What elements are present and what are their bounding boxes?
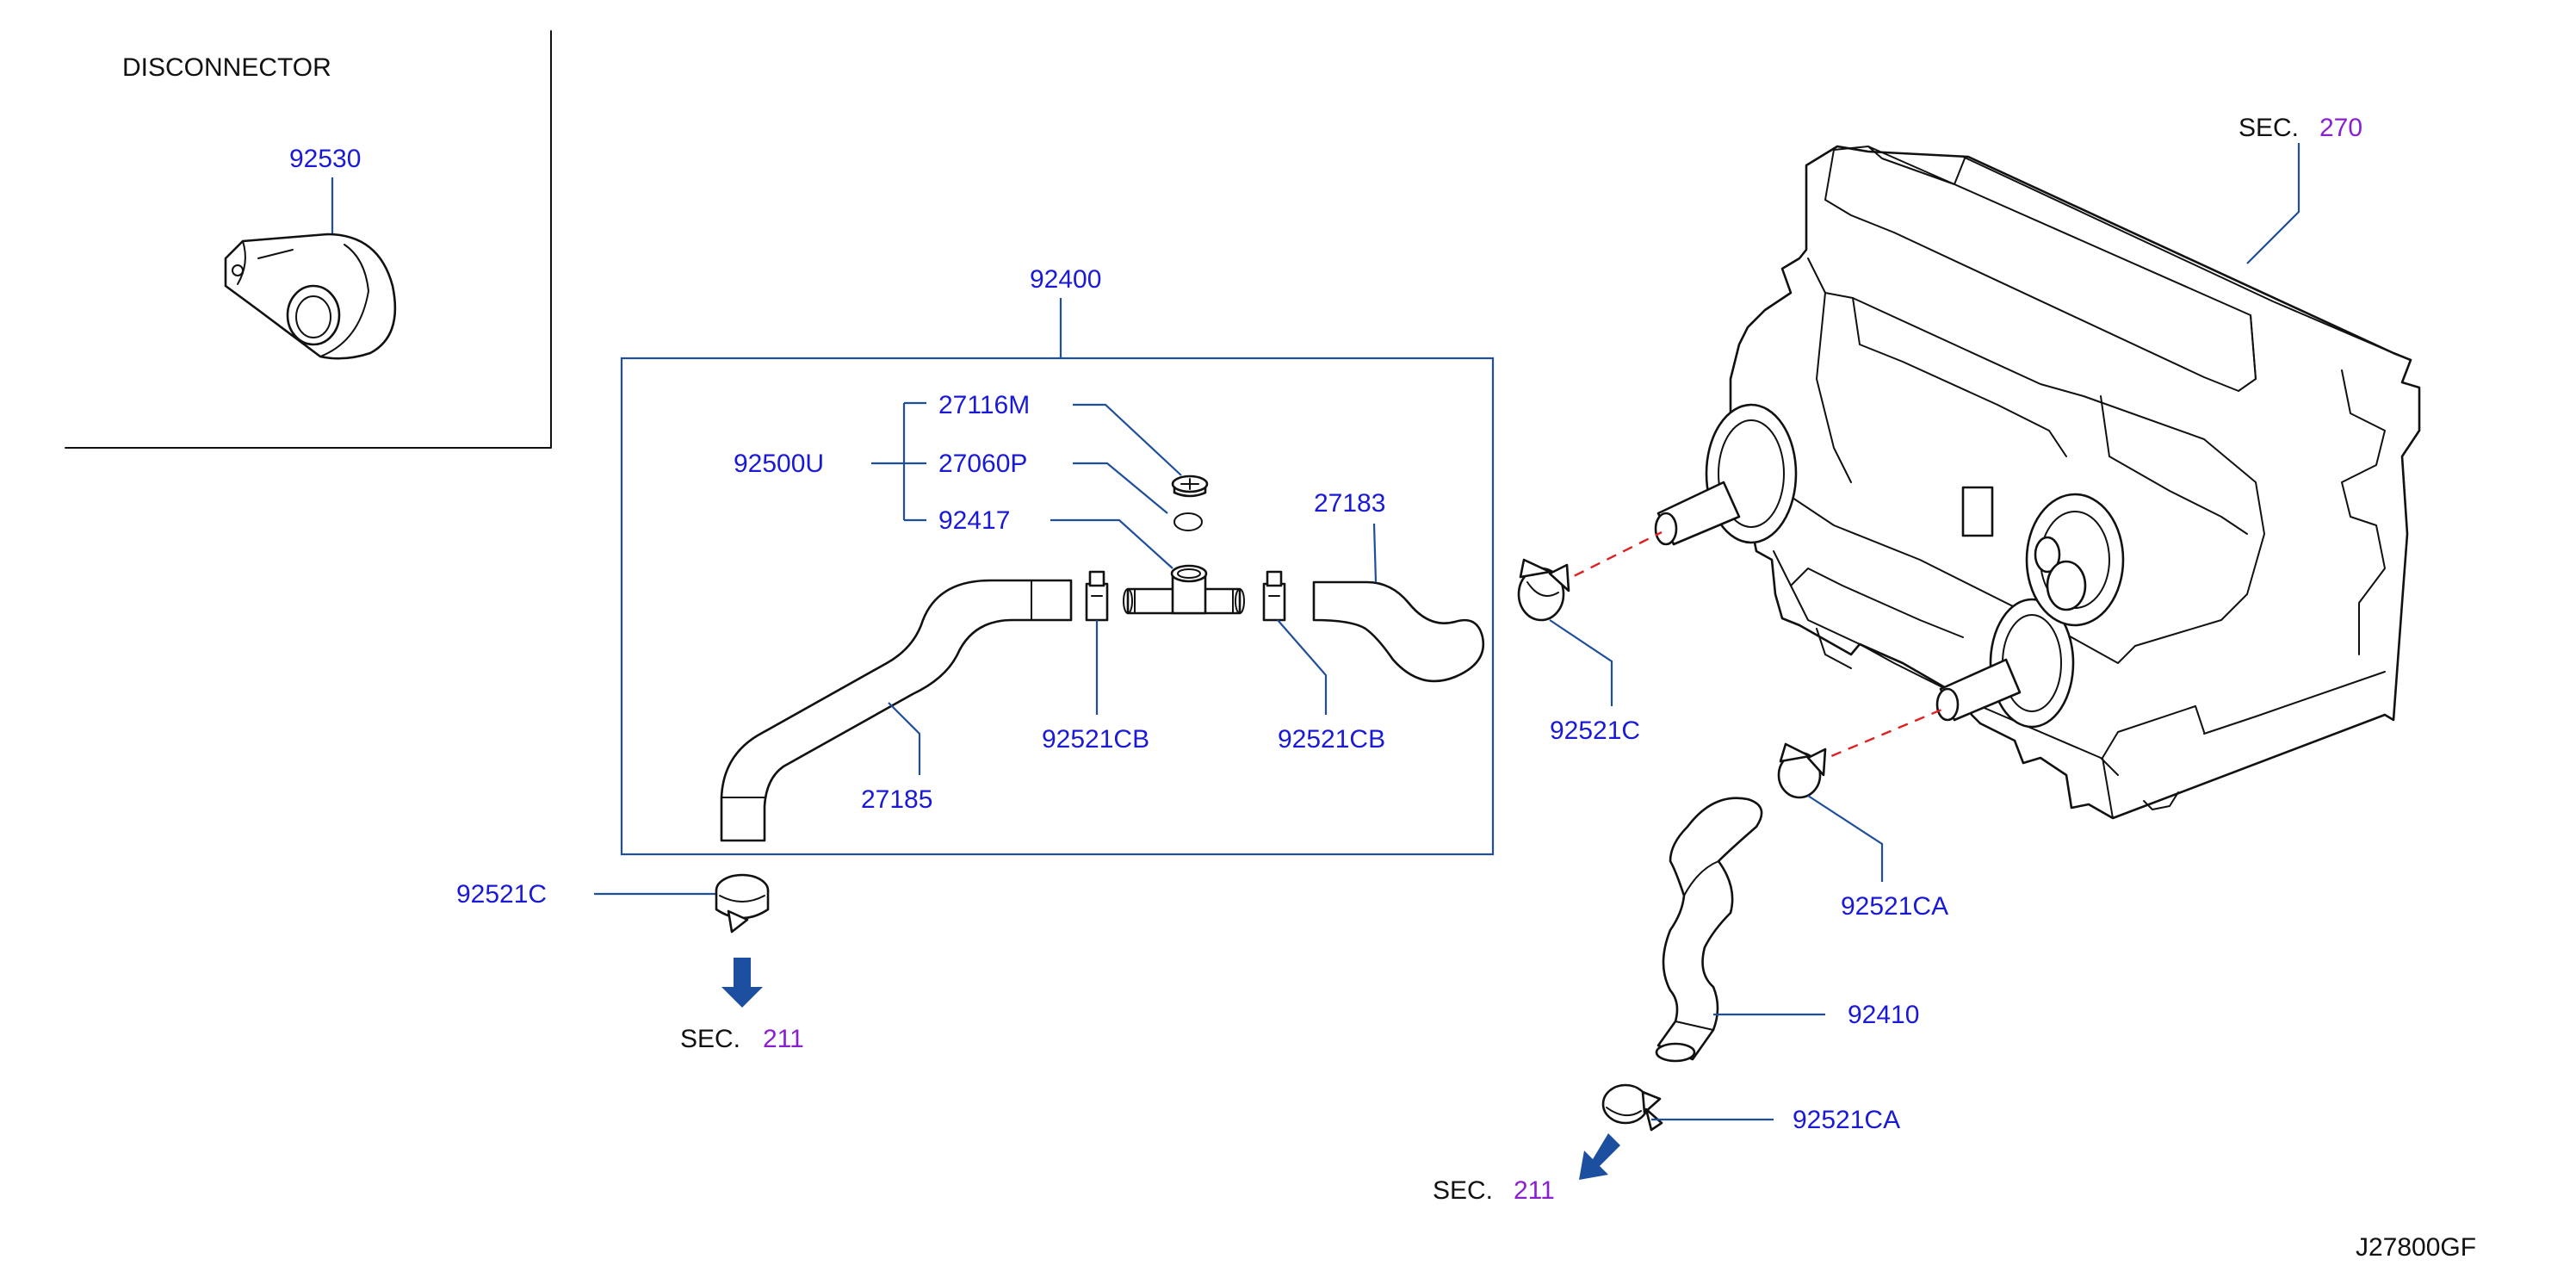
hose-lower-part bbox=[720, 579, 1073, 842]
heater-top-cover bbox=[1824, 146, 2257, 392]
sec-prefix-heater: SEC. bbox=[2239, 114, 2299, 142]
sec-prefix-right: SEC. bbox=[1433, 1176, 1493, 1205]
label-clip-right[interactable]: 92521CB bbox=[1278, 725, 1385, 754]
o-ring-part bbox=[1173, 512, 1203, 531]
hose-kit-group: 92400 92500U 27116M 27060P 92417 bbox=[620, 265, 1495, 856]
leader-tee-joint bbox=[1050, 518, 1173, 569]
clamp-lower-a-part bbox=[1777, 742, 1827, 799]
label-disconnector[interactable]: 92530 bbox=[289, 145, 361, 173]
clip-left-part bbox=[1085, 570, 1109, 622]
label-clamp-heater[interactable]: 92521C bbox=[1550, 717, 1640, 745]
sec-heater-number[interactable]: 270 bbox=[2319, 114, 2362, 142]
section-title: DISCONNECTOR bbox=[122, 53, 331, 82]
disconnector-inset: DISCONNECTOR 92530 bbox=[65, 30, 552, 449]
arrow-down-icon bbox=[721, 958, 763, 1008]
arrow-down-left-icon bbox=[1579, 1133, 1620, 1180]
alignment-line-upper bbox=[1557, 530, 1663, 586]
hose-kit-box bbox=[620, 357, 1495, 856]
clamp-bottom-part bbox=[715, 873, 770, 934]
sec-prefix-left: SEC. bbox=[680, 1025, 740, 1053]
label-clip-left[interactable]: 92521CB bbox=[1042, 725, 1149, 754]
clamp-lower-b-part bbox=[1601, 1083, 1663, 1132]
leader-clip-right bbox=[1277, 619, 1328, 715]
alignment-line-lower bbox=[1814, 706, 1947, 765]
label-clamp-bottom[interactable]: 92521C bbox=[456, 880, 547, 909]
diagram-code: J27800GF bbox=[2356, 1233, 2476, 1262]
label-hose-lower[interactable]: 27185 bbox=[861, 785, 932, 814]
heater-pipe-upper bbox=[1654, 403, 1798, 546]
leader-plug bbox=[1073, 403, 1182, 476]
heater-unit: SEC. 270 bbox=[1654, 114, 2421, 820]
heater-unit-body bbox=[1729, 145, 2421, 820]
leader-clamp-lower-a bbox=[1807, 795, 1884, 882]
label-o-ring[interactable]: 27060P bbox=[938, 450, 1027, 478]
label-plug[interactable]: 27116M bbox=[938, 391, 1030, 419]
inset-border bbox=[65, 30, 552, 449]
sec-right-number[interactable]: 211 bbox=[1514, 1176, 1555, 1205]
leader-heater-unit bbox=[2246, 143, 2300, 264]
bracket-bleeder-set bbox=[871, 401, 926, 522]
label-hose-upper[interactable]: 27183 bbox=[1314, 489, 1385, 518]
clamp-heater-part bbox=[1517, 558, 1570, 622]
bottom-clamp-group: 92521C SEC. 211 bbox=[456, 873, 804, 1053]
plug-part bbox=[1171, 475, 1209, 498]
leader-o-ring bbox=[1073, 462, 1168, 514]
label-clamp-lower-b[interactable]: 92521CA bbox=[1793, 1106, 1900, 1134]
hose-outlet-part bbox=[1655, 797, 1763, 1063]
leader-hose-lower bbox=[888, 702, 921, 775]
tee-joint-part bbox=[1123, 564, 1245, 615]
heater-port-right bbox=[1961, 486, 2125, 627]
hose-upper-part bbox=[1312, 580, 1485, 683]
label-bleeder-set[interactable]: 92500U bbox=[734, 450, 824, 478]
leader-hose-upper bbox=[1372, 523, 1378, 583]
sec-left-number[interactable]: 211 bbox=[763, 1025, 804, 1053]
label-hose-outlet[interactable]: 92410 bbox=[1848, 1001, 1919, 1029]
clip-right-part bbox=[1262, 570, 1286, 622]
lower-hose-group: 92521CA 92410 92521CA SEC. 211 bbox=[1433, 706, 1948, 1205]
leader-clamp-heater bbox=[1549, 619, 1613, 706]
disconnector-part bbox=[224, 233, 397, 360]
label-hose-kit[interactable]: 92400 bbox=[1030, 265, 1101, 294]
label-clamp-lower-a[interactable]: 92521CA bbox=[1841, 892, 1948, 921]
label-tee-joint[interactable]: 92417 bbox=[938, 506, 1010, 535]
heater-pipe-lower bbox=[1935, 598, 2075, 729]
clamp-heater-group: 92521C bbox=[1517, 530, 1663, 745]
